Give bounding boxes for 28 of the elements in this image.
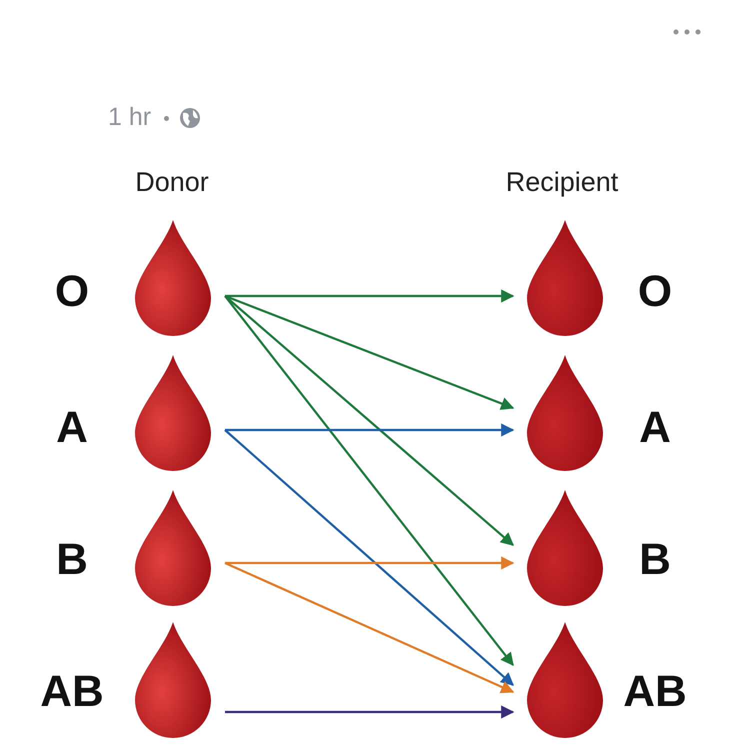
arrow — [225, 423, 514, 437]
blood-type-label: A — [639, 406, 671, 450]
blood-type-label: A — [56, 406, 88, 450]
arrow — [225, 556, 514, 570]
column-heading: Donor — [135, 167, 209, 198]
arrow — [224, 429, 514, 686]
blood-type-label: AB — [40, 670, 104, 714]
blood-drop — [527, 355, 603, 471]
blood-drop — [527, 622, 603, 738]
blood-drop — [135, 355, 211, 471]
blood-drop — [527, 490, 603, 606]
arrow — [225, 705, 514, 719]
timestamp: 1 hr — [108, 103, 152, 132]
blood-type-label: B — [56, 538, 88, 582]
blood-type-label: B — [639, 538, 671, 582]
arrow — [224, 295, 514, 666]
column-heading: Recipient — [506, 167, 618, 198]
blood-drop — [135, 220, 211, 336]
arrow — [224, 295, 514, 546]
arrow — [224, 294, 514, 410]
arrow — [224, 562, 514, 694]
blood-drop — [527, 220, 603, 336]
blood-type-label: O — [638, 270, 672, 314]
blood-type-label: AB — [623, 670, 687, 714]
arrow — [225, 289, 514, 303]
blood-drop — [135, 622, 211, 738]
blood-drop — [135, 490, 211, 606]
blood-type-label: O — [54, 270, 90, 314]
